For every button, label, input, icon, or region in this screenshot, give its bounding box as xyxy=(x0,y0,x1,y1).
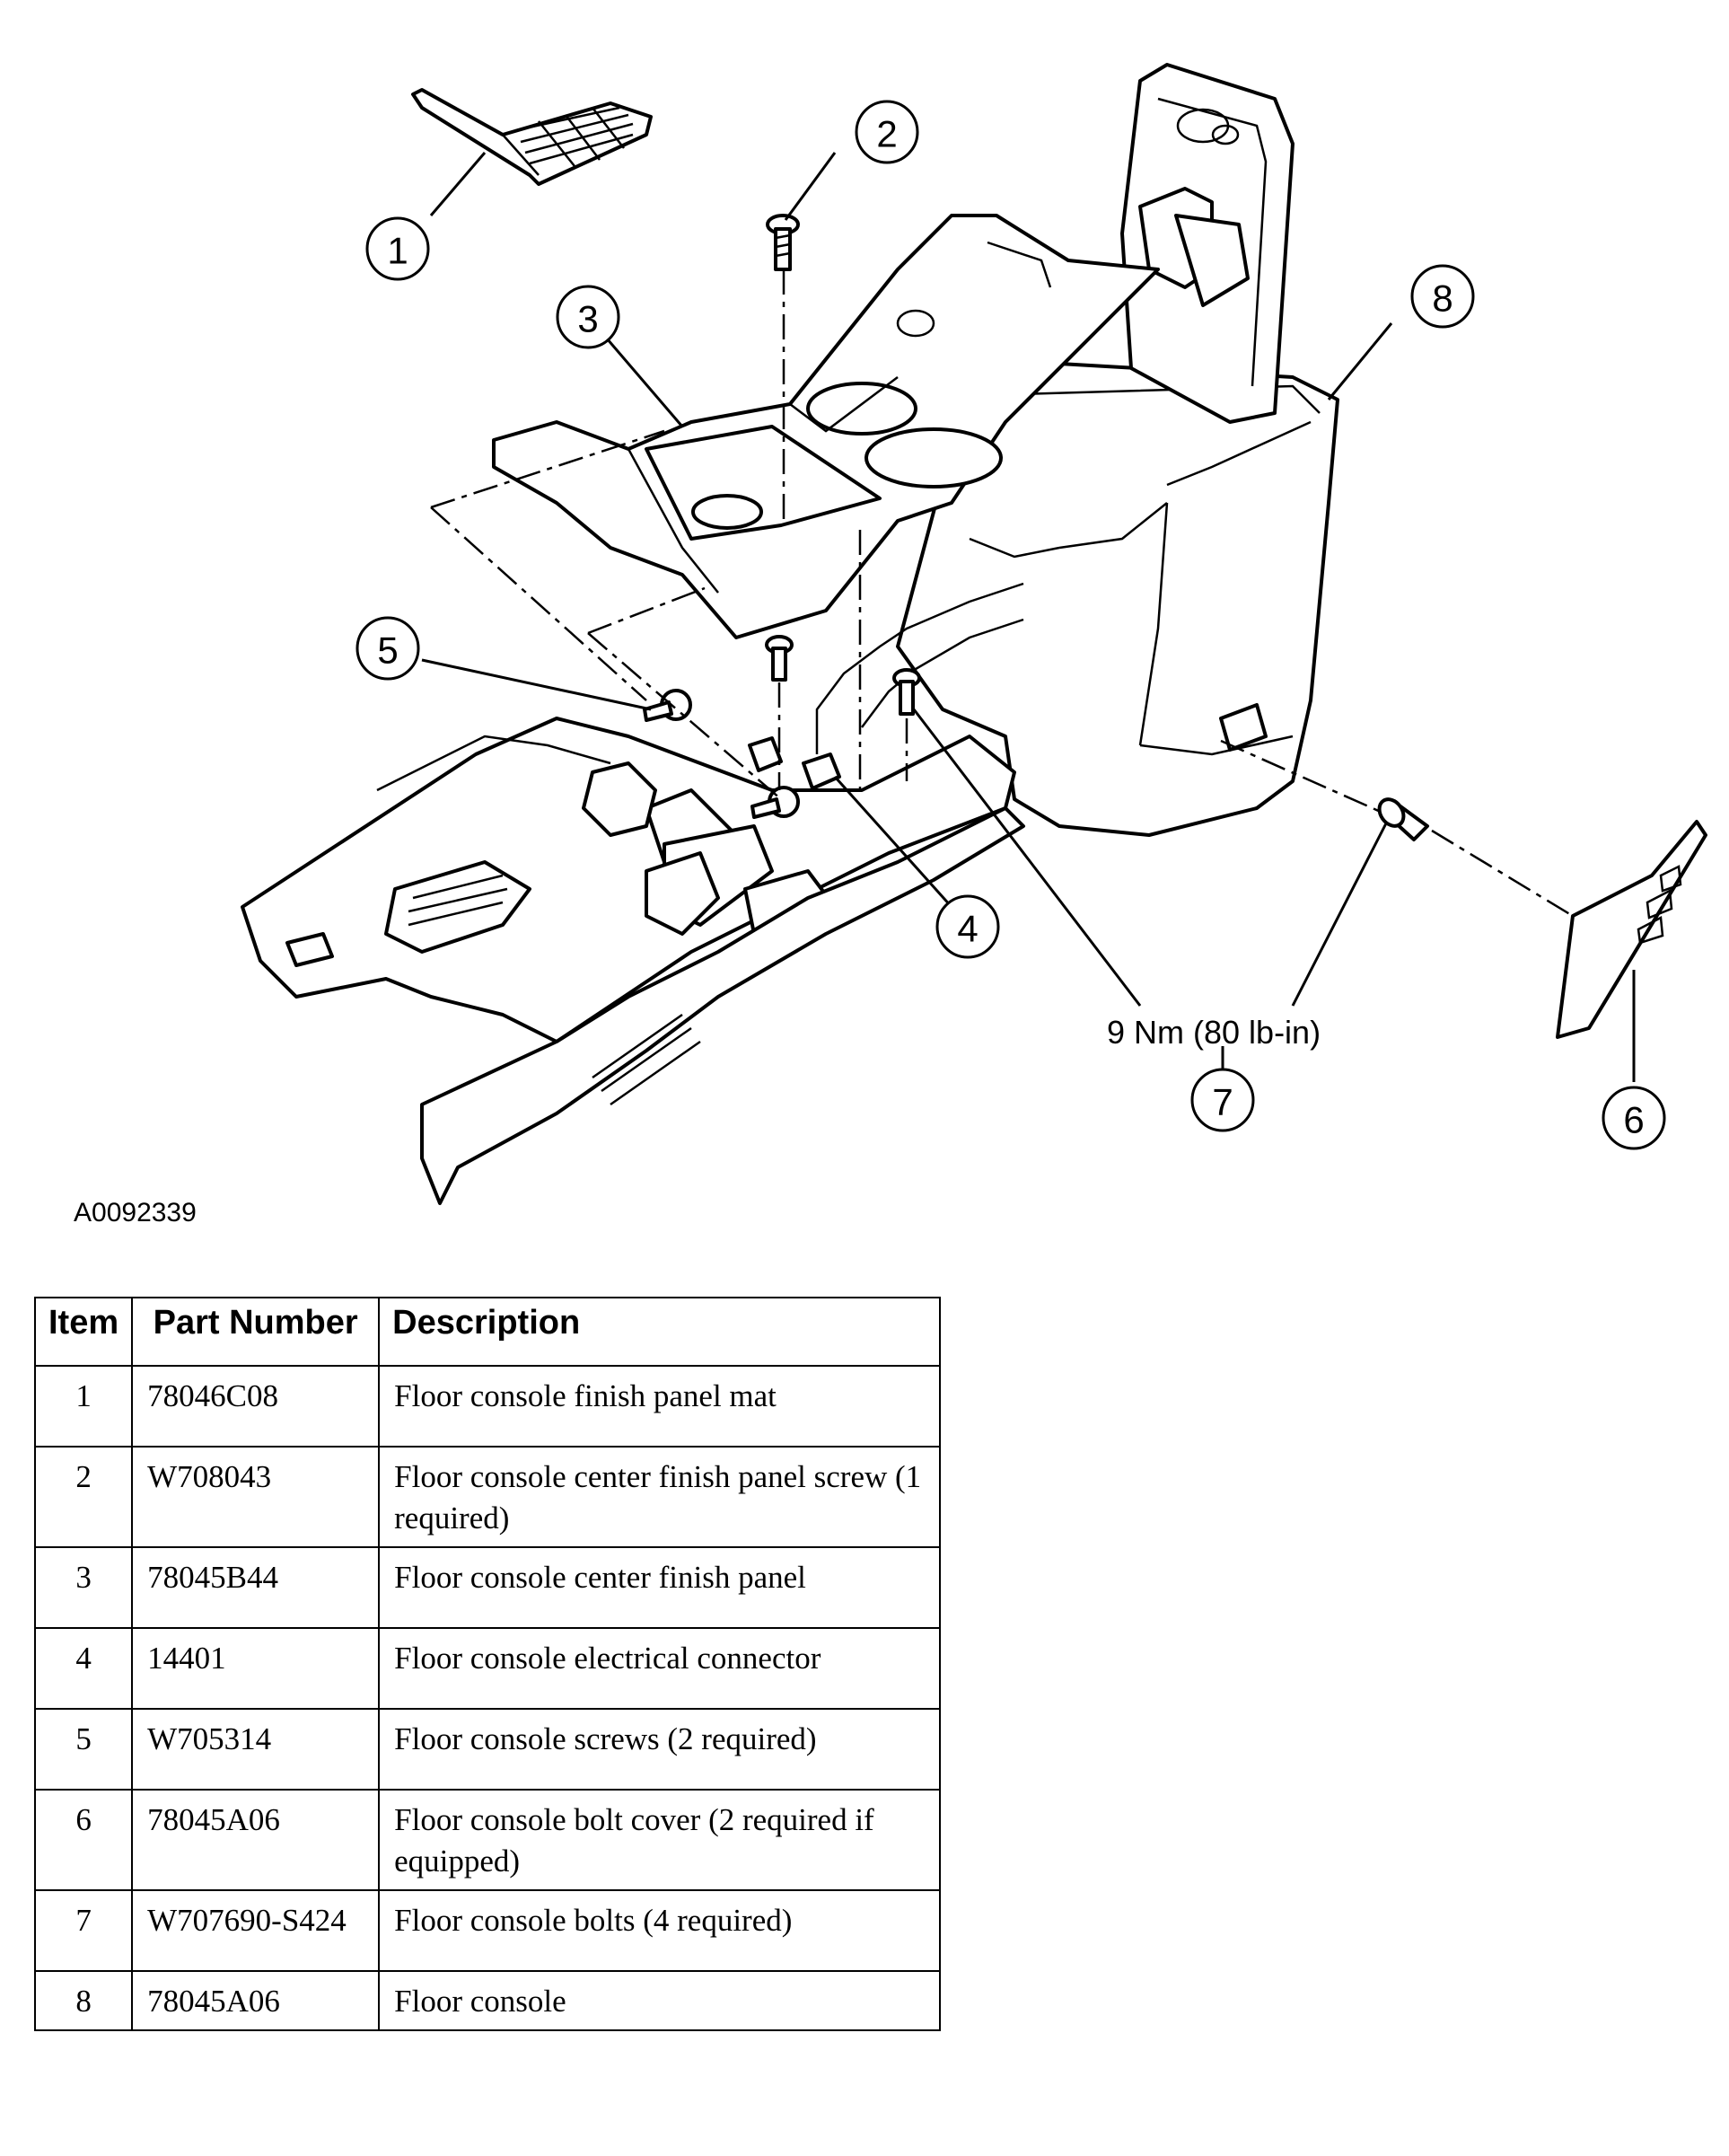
row-item: 6 xyxy=(33,1789,134,1891)
row-item: 2 xyxy=(33,1446,134,1548)
table-row: 4 14401 Floor console electrical connect… xyxy=(33,1627,941,1710)
callout-3: 3 xyxy=(556,285,620,349)
callout-4-label: 4 xyxy=(957,908,978,950)
table-row: 1 78046C08 Floor console finish panel ma… xyxy=(33,1365,941,1448)
finish-panel-mat xyxy=(411,88,653,186)
row-part-number: W707690-S424 xyxy=(131,1889,381,1972)
table-row: 3 78045B44 Floor console center finish p… xyxy=(33,1546,941,1629)
torque-spec-label: 9 Nm (80 lb-in) xyxy=(1107,1014,1321,1051)
callout-5-label: 5 xyxy=(377,629,398,672)
row-part-number: 78045B44 xyxy=(131,1546,381,1629)
callout-3-label: 3 xyxy=(577,298,598,340)
exploded-view-diagram: 1 2 3 4 5 6 7 8 9 Nm (80 lb-in) A0092339 xyxy=(74,63,1707,1228)
callout-8: 8 xyxy=(1410,264,1475,329)
row-description: Floor console xyxy=(378,1970,941,2031)
row-part-number: 14401 xyxy=(131,1627,381,1710)
table-row: 2 W708043 Floor console center finish pa… xyxy=(33,1446,941,1548)
console-base-frame xyxy=(241,717,1016,1043)
parts-table-header: Item Part Number Description xyxy=(33,1297,941,1367)
center-panel-screw xyxy=(766,214,800,271)
parts-table: Item Part Number Description 1 78046C08 … xyxy=(33,1297,941,2031)
row-item: 8 xyxy=(33,1970,134,2031)
header-part-number: Part Number xyxy=(131,1297,381,1367)
callout-1: 1 xyxy=(365,216,430,281)
table-row: 5 W705314 Floor console screws (2 requir… xyxy=(33,1708,941,1791)
row-description: Floor console screws (2 required) xyxy=(378,1708,941,1791)
figure-id: A0092339 xyxy=(74,1198,197,1228)
row-part-number: 78045A06 xyxy=(131,1789,381,1891)
row-part-number: W708043 xyxy=(131,1446,381,1548)
row-item: 7 xyxy=(33,1889,134,1972)
callout-6: 6 xyxy=(1602,1086,1666,1150)
floor-console-body xyxy=(896,362,1339,837)
callout-6-label: 6 xyxy=(1623,1099,1644,1141)
row-part-number: 78046C08 xyxy=(131,1365,381,1448)
row-description: Floor console bolt cover (2 required if … xyxy=(378,1789,941,1891)
header-item: Item xyxy=(33,1297,134,1367)
electrical-connector xyxy=(748,736,841,790)
table-row: 6 78045A06 Floor console bolt cover (2 r… xyxy=(33,1789,941,1891)
console-base-right-leg xyxy=(420,806,1025,1205)
callout-2: 2 xyxy=(855,100,919,164)
row-item: 5 xyxy=(33,1708,134,1791)
row-part-number: 78045A06 xyxy=(131,1970,381,2031)
row-description: Floor console center finish panel xyxy=(378,1546,941,1629)
callout-7-label: 7 xyxy=(1212,1081,1233,1123)
header-description: Description xyxy=(378,1297,941,1367)
armrest-lid xyxy=(1120,63,1295,424)
row-item: 1 xyxy=(33,1365,134,1448)
row-description: Floor console electrical connector xyxy=(378,1627,941,1710)
callout-8-label: 8 xyxy=(1432,277,1453,320)
console-screws xyxy=(643,689,800,819)
bolt-cover xyxy=(1556,820,1707,1039)
callout-2-label: 2 xyxy=(876,113,897,155)
row-description: Floor console finish panel mat xyxy=(378,1365,941,1448)
callout-7: 7 xyxy=(1190,1068,1255,1132)
table-row: 8 78045A06 Floor console xyxy=(33,1970,941,2031)
callout-5: 5 xyxy=(355,616,420,681)
center-finish-panel xyxy=(492,214,1160,639)
row-description: Floor console center finish panel screw … xyxy=(378,1446,941,1548)
row-description: Floor console bolts (4 required) xyxy=(378,1889,941,1972)
row-item: 3 xyxy=(33,1546,134,1629)
row-item: 4 xyxy=(33,1627,134,1710)
callout-4: 4 xyxy=(935,894,1000,959)
console-bolts xyxy=(765,635,1429,841)
row-part-number: W705314 xyxy=(131,1708,381,1791)
callout-1-label: 1 xyxy=(387,230,408,272)
wire-harness xyxy=(815,582,1024,754)
table-row: 7 W707690-S424 Floor console bolts (4 re… xyxy=(33,1889,941,1972)
